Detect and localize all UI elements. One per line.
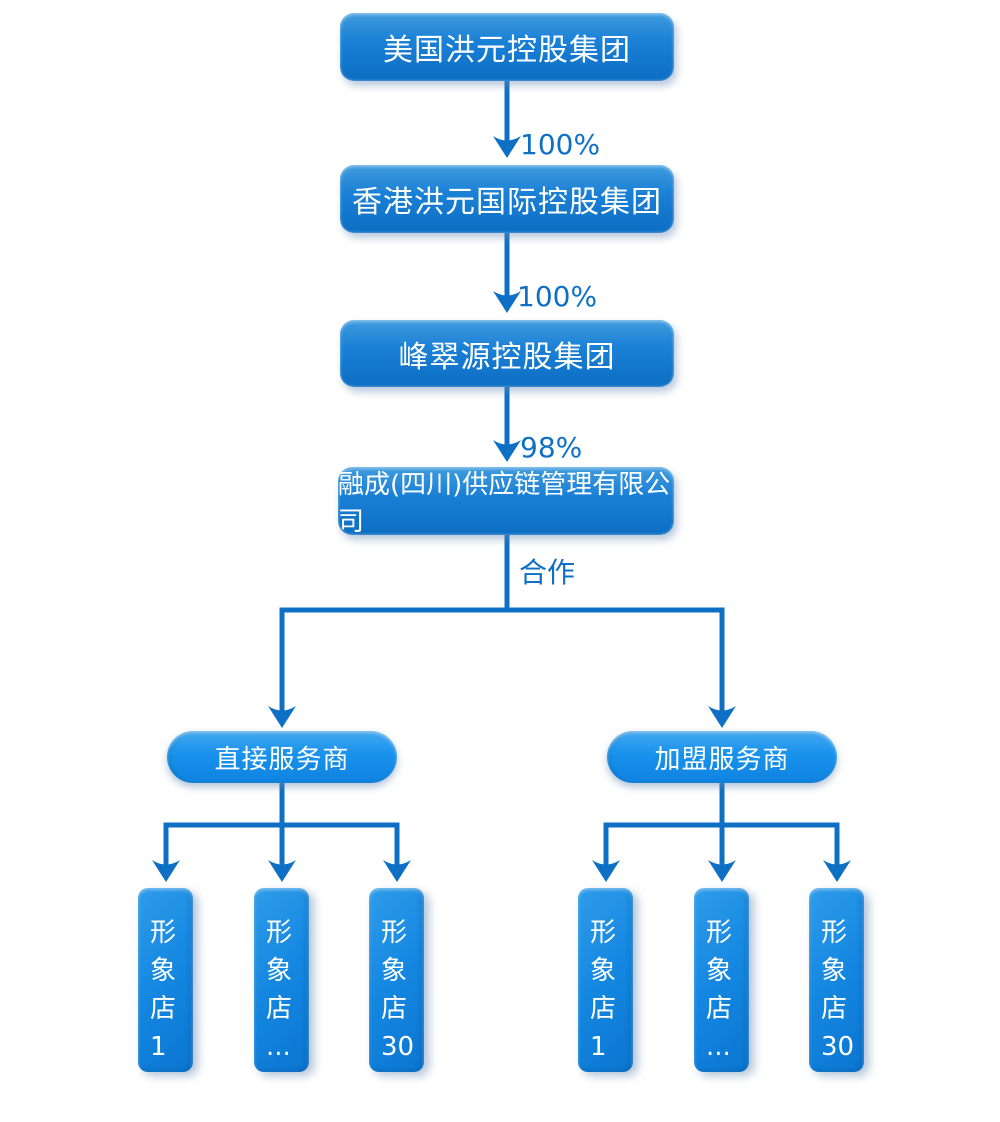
connector-left-stores	[163, 780, 400, 877]
store-line: ...	[706, 1032, 731, 1062]
arrow-down-icon	[708, 706, 736, 728]
branch-pill-direct-provider: 直接服务商	[167, 731, 397, 783]
arrow-down-icon	[268, 706, 296, 728]
store-line: 店	[590, 994, 617, 1024]
org-node-level1: 美国洪元控股集团	[340, 13, 674, 81]
store-line: 1	[150, 1032, 167, 1062]
store-line: 象	[821, 956, 848, 986]
arrow-down-icon	[823, 860, 851, 882]
store-box-right-2: 形 象 店 ...	[694, 888, 749, 1072]
store-line: 形	[706, 918, 733, 948]
org-node-level3: 峰翠源控股集团	[340, 320, 674, 387]
store-line: 1	[590, 1032, 607, 1062]
cooperation-label: 合作	[519, 556, 576, 589]
arrowheads	[152, 136, 851, 882]
arrow-down-icon	[268, 860, 296, 882]
store-box-right-1: 形 象 店 1	[578, 888, 633, 1072]
store-line: 象	[266, 956, 293, 986]
store-box-left-2: 形 象 店 ...	[254, 888, 309, 1072]
store-box-left-1: 形 象 店 1	[138, 888, 193, 1072]
store-line: ...	[266, 1032, 291, 1062]
arrow-down-icon	[152, 860, 180, 882]
store-line: 店	[266, 994, 293, 1024]
connector-branch-split	[279, 607, 725, 723]
store-line: 店	[150, 994, 177, 1024]
store-line: 形	[821, 918, 848, 948]
store-line: 象	[150, 956, 177, 986]
store-line: 30	[821, 1032, 855, 1062]
ownership-label-1: 100%	[520, 128, 601, 161]
arrow-down-icon	[493, 440, 521, 462]
store-line: 形	[381, 918, 408, 948]
store-box-left-3: 形 象 店 30	[369, 888, 424, 1072]
store-line: 象	[381, 956, 408, 986]
arrow-down-icon	[708, 860, 736, 882]
org-node-level2: 香港洪元国际控股集团	[340, 165, 674, 233]
connector-right-stores	[603, 780, 840, 877]
store-line: 象	[590, 956, 617, 986]
store-line: 形	[590, 918, 617, 948]
arrow-down-icon	[383, 860, 411, 882]
store-line: 店	[821, 994, 848, 1024]
arrow-down-icon	[592, 860, 620, 882]
store-line: 形	[266, 918, 293, 948]
store-line: 形	[150, 918, 177, 948]
arrow-down-icon	[493, 291, 521, 313]
arrow-down-icon	[493, 136, 521, 158]
store-box-right-3: 形 象 店 30	[809, 888, 864, 1072]
store-line: 店	[381, 994, 408, 1024]
store-line: 店	[706, 994, 733, 1024]
store-line: 30	[381, 1032, 415, 1062]
connector-stems	[163, 78, 840, 877]
store-line: 象	[706, 956, 733, 986]
branch-pill-franchise-provider: 加盟服务商	[607, 731, 837, 783]
org-node-level4: 融成(四川)供应链管理有限公司	[338, 467, 674, 537]
ownership-label-2: 100%	[517, 280, 598, 313]
ownership-label-3: 98%	[520, 431, 583, 464]
